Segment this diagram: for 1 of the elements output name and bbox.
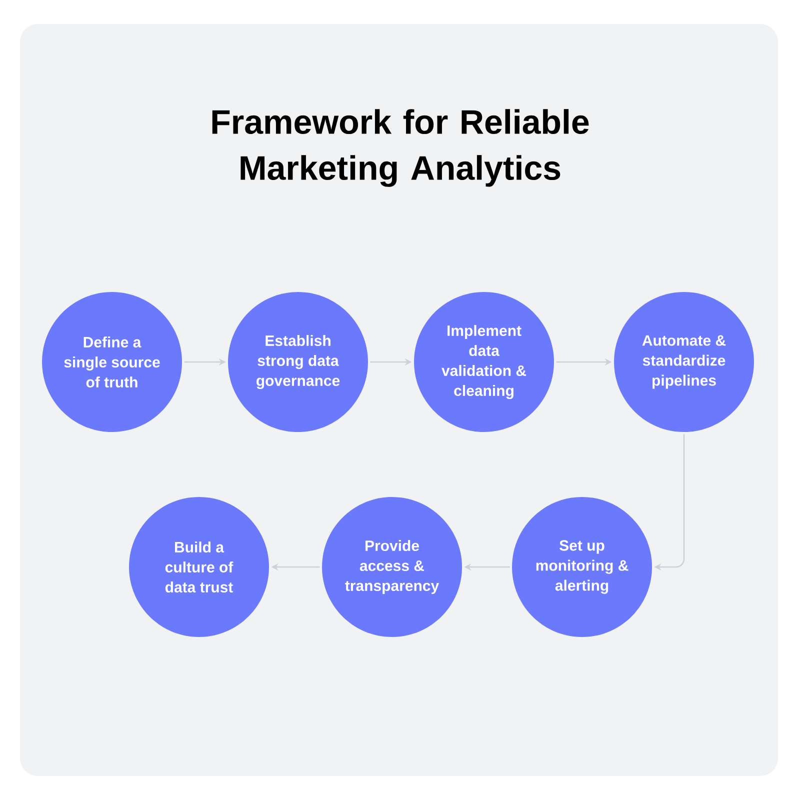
title: Framework for Reliable Marketing Analytics [212,109,589,187]
